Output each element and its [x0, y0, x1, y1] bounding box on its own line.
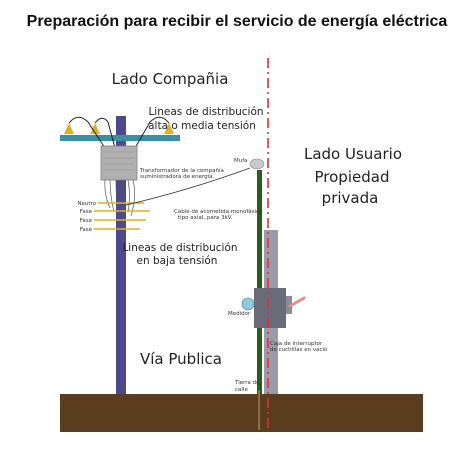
ground-label-2: calle [235, 387, 248, 393]
cable-label-2: tipo axial, para 3kV. [178, 215, 233, 221]
insulator-icon [64, 123, 74, 134]
service-drop-cable [125, 167, 251, 206]
zone-company-label: Lado Compañia [112, 70, 229, 88]
switch-label-1: Caja de interruptor [270, 341, 323, 347]
crossarm [60, 135, 180, 141]
utility-pole [116, 116, 126, 394]
meter-assembly [241, 288, 306, 328]
insulators [64, 123, 174, 134]
mufa-label: Mufa [234, 158, 248, 164]
switch-label-2: de cuchillas en vacio [270, 347, 328, 353]
ground [60, 394, 423, 432]
lv-lines-label-2: en baja tensión [137, 255, 218, 267]
zone-user-label: Lado Usuario [304, 145, 402, 163]
wire-label-neutral: Neutro [77, 201, 96, 207]
ground-label-1: Tierra de [234, 380, 260, 386]
hv-wires [68, 116, 170, 149]
lv-conductors [94, 202, 150, 230]
zone-public-label: Vía Publica [140, 350, 222, 368]
zone-private-label-2: privada [322, 189, 379, 207]
transformer-leads [104, 179, 135, 223]
wire-label-phase: Fase [80, 218, 93, 224]
hv-lines-label-2: alta o media tensión [148, 120, 256, 132]
zone-private-label-1: Propiedad [315, 168, 390, 186]
mufa-icon [249, 158, 265, 170]
wire-label-phase: Fase [80, 227, 93, 233]
insulator-icon [164, 123, 174, 134]
switch-handle-icon [288, 296, 306, 308]
transformer [100, 145, 138, 181]
wire-label-phase: Fase [80, 209, 93, 215]
insulator-icon [90, 123, 100, 134]
diagram-title: Preparación para recibir el servicio de … [27, 13, 448, 30]
meter-label: Medidor [228, 311, 251, 317]
lv-lines-label-1: Lineas de distribución [122, 242, 237, 254]
cable-label-1: Cable de acometida monofásica [174, 208, 262, 215]
transformer-label-1: Transformador de la compañía [139, 167, 224, 174]
meter-glass-icon [241, 297, 255, 311]
service-mast [257, 170, 262, 394]
transformer-label-2: suministradora de energía. [140, 173, 215, 180]
hv-lines-label-1: Lineas de distribución [148, 106, 263, 118]
wire-labels: Neutro Fase Fase Fase [77, 201, 96, 233]
